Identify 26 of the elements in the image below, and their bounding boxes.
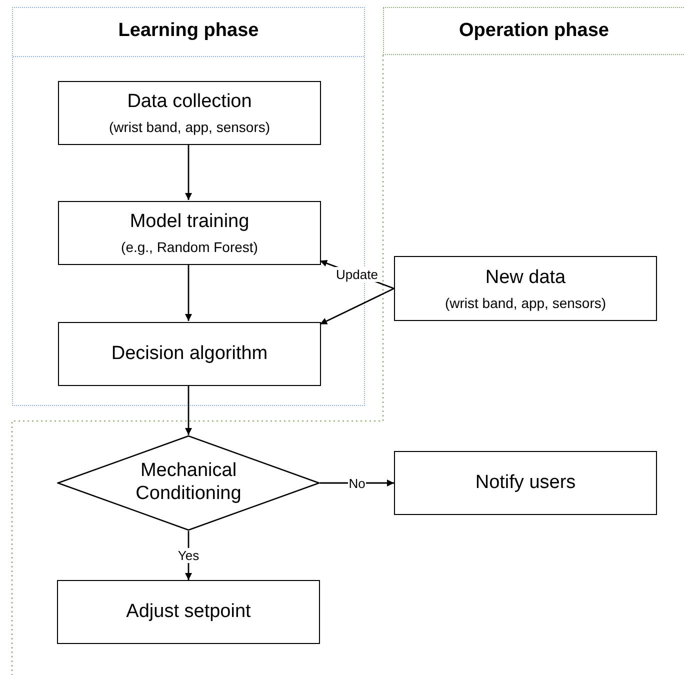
process-box [57, 580, 320, 644]
phase-header [383, 7, 684, 55]
box-title: Notify users [475, 472, 576, 494]
process-box [394, 451, 657, 515]
process-box [58, 322, 321, 386]
box-subtitle: (wrist band, app, sensors) [108, 119, 270, 135]
box-subtitle: (e.g., Random Forest) [121, 239, 258, 255]
box-subtitle: (wrist band, app, sensors) [444, 294, 606, 310]
box-title: Data collection [127, 91, 252, 113]
box-title: New data [485, 266, 566, 288]
process-box [394, 256, 657, 321]
arrow [185, 385, 192, 435]
process-box [58, 81, 321, 145]
arrow [185, 531, 192, 580]
edge-label: Yes [176, 548, 200, 563]
phase-heading: Learning phase [117, 20, 260, 42]
box-title: Adjust setpoint [126, 601, 251, 623]
arrow [185, 144, 192, 200]
edge-label: Update [335, 267, 379, 282]
box-title: Model training [130, 211, 250, 233]
phase-heading: Operation phase [458, 20, 610, 42]
box-title: Decision algorithm [111, 343, 268, 365]
arrow [185, 264, 192, 321]
process-box [58, 201, 321, 265]
decision-diamond: Mechanical Conditioning [57, 435, 320, 531]
arrow [320, 288, 394, 325]
